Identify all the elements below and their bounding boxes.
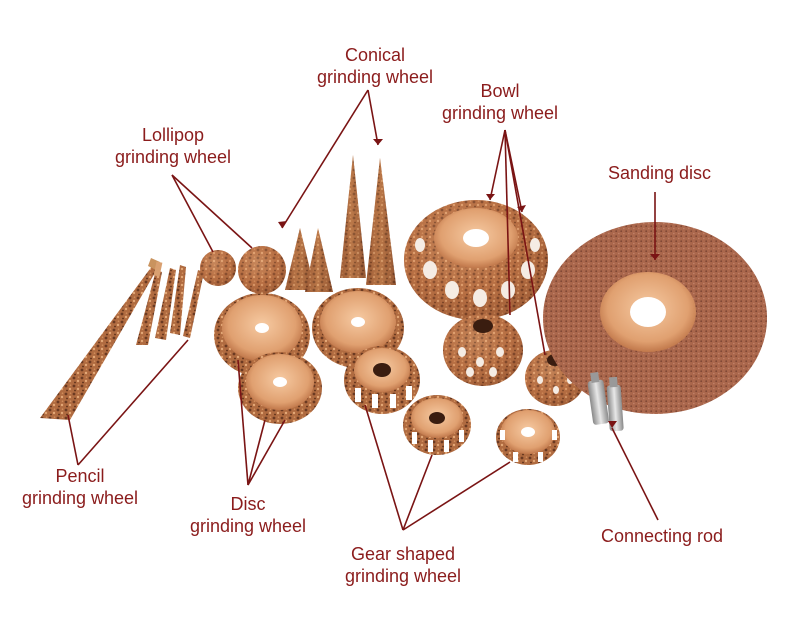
label-pencil-grinding-wheel: Pencil grinding wheel <box>5 465 155 509</box>
pencil-wheel-4 <box>170 265 186 335</box>
disc-wheel-3 <box>238 352 322 424</box>
pencil-wheel-3 <box>155 268 176 340</box>
lollipop-grinding-wheels <box>200 246 286 294</box>
pencil-wheel-5 <box>183 270 204 338</box>
label-gear-shaped-grinding-wheel: Gear shaped grinding wheel <box>328 543 478 587</box>
label-line: Conical <box>344 45 406 65</box>
label-line: grinding wheel <box>114 147 232 167</box>
label-lollipop-grinding-wheel: Lollipop grinding wheel <box>98 124 248 168</box>
gear-wheel-3 <box>496 409 560 465</box>
leader-lines <box>67 89 659 531</box>
label-line: Gear shaped <box>350 544 456 564</box>
connecting-rods <box>587 371 624 432</box>
label-line: Disc <box>230 494 266 514</box>
gear-wheel-1 <box>344 346 420 414</box>
conical-grinding-wheels <box>285 155 396 292</box>
pencil-wheel-2 <box>136 261 163 345</box>
pencil-grinding-wheels <box>40 258 204 420</box>
label-disc-grinding-wheel: Disc grinding wheel <box>173 493 323 537</box>
disc-grinding-wheels <box>214 288 404 424</box>
label-line: Bowl <box>480 81 520 101</box>
label-line: Sanding disc <box>607 163 712 183</box>
gear-wheel-2 <box>403 395 471 455</box>
bowl-grinding-wheels <box>404 200 585 406</box>
label-bowl-grinding-wheel: Bowl grinding wheel <box>425 80 575 124</box>
label-line: Lollipop <box>141 125 205 145</box>
sanding-disc <box>543 222 767 414</box>
label-line: Connecting rod <box>600 526 724 546</box>
label-connecting-rod: Connecting rod <box>582 525 742 547</box>
bowl-wheel-medium <box>443 314 523 386</box>
label-conical-grinding-wheel: Conical grinding wheel <box>300 44 450 88</box>
gear-grinding-wheels <box>344 346 560 465</box>
label-sanding-disc: Sanding disc <box>592 162 727 184</box>
label-line: Pencil <box>55 466 105 486</box>
label-line: grinding wheel <box>21 488 139 508</box>
label-line: grinding wheel <box>316 67 434 87</box>
label-line: grinding wheel <box>344 566 462 586</box>
label-line: grinding wheel <box>441 103 559 123</box>
bowl-wheel-large <box>404 200 548 320</box>
label-line: grinding wheel <box>189 516 307 536</box>
